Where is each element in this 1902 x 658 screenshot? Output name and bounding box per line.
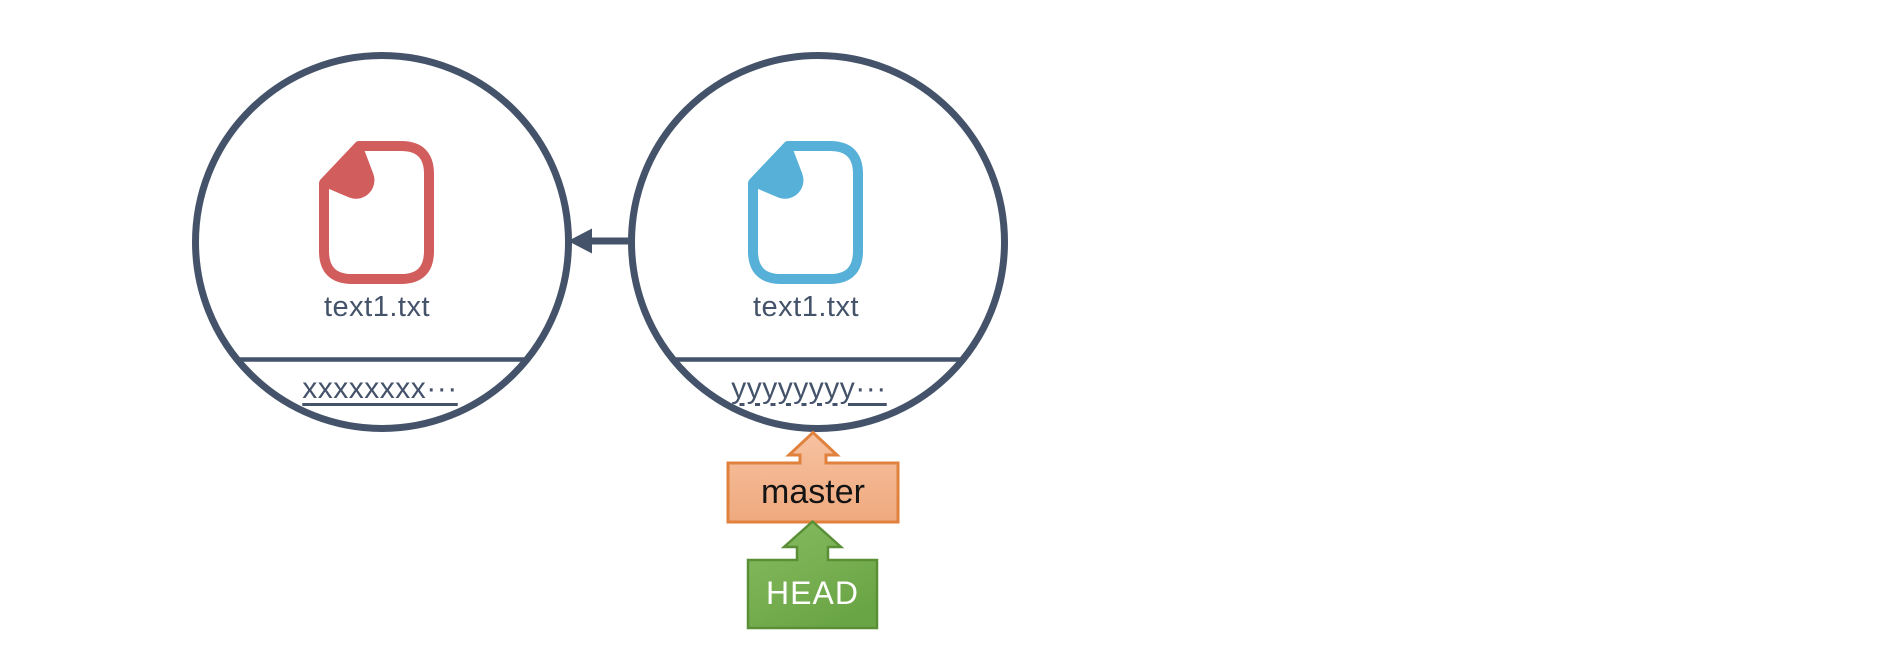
document-icon bbox=[319, 141, 434, 284]
branch-pointer-callout bbox=[726, 430, 900, 524]
head-pointer-label: HEAD bbox=[766, 574, 859, 611]
head-pointer-callout bbox=[746, 519, 879, 630]
file-name-old: text1.txt bbox=[323, 291, 431, 323]
file-name-new: text1.txt bbox=[752, 291, 860, 323]
commit-hash-old: xxxxxxxx··· bbox=[302, 372, 458, 405]
branch-pointer-label: master bbox=[761, 473, 865, 511]
document-icon bbox=[748, 141, 863, 284]
commit-hash-new: yyyyyyyy··· bbox=[731, 372, 887, 405]
parent-arrow-icon bbox=[568, 228, 628, 254]
